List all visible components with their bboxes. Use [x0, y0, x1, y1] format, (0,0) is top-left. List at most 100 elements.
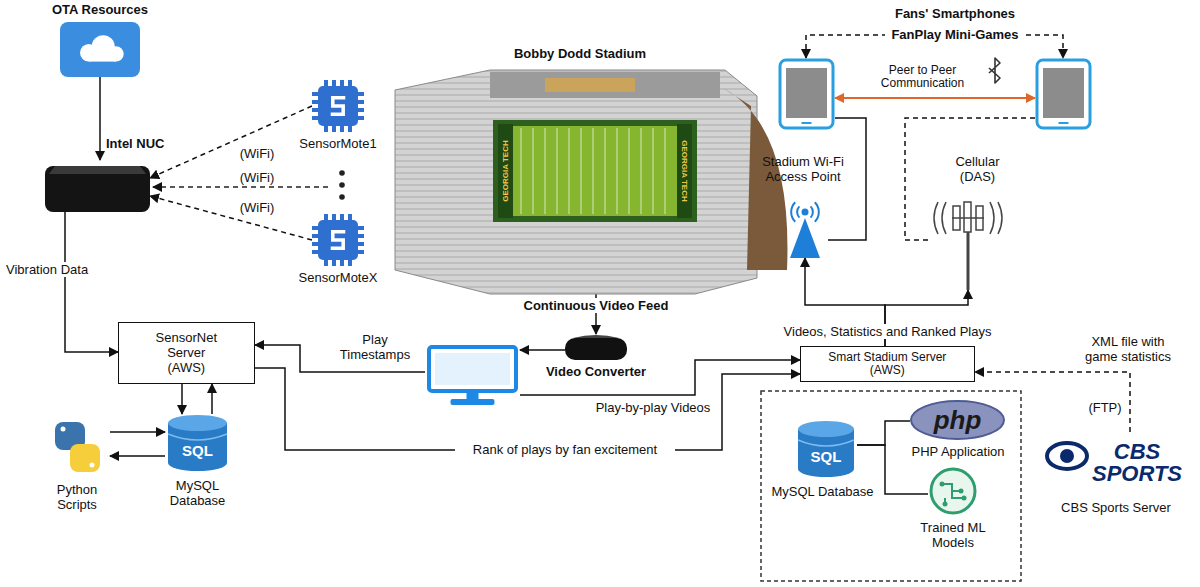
edge-label: (WiFi)	[232, 146, 282, 161]
chip-body	[318, 86, 358, 126]
yard-line	[641, 128, 642, 214]
cbs-pupil	[1060, 449, 1074, 463]
connector	[110, 431, 165, 433]
tower-icon	[928, 196, 1008, 290]
node-label: Video Converter	[530, 364, 662, 379]
node-label: MySQL Database	[765, 484, 880, 499]
press-box	[490, 72, 720, 98]
yard-line	[665, 128, 666, 214]
cbs-logo: CBS SPORTSCBS Sports Server	[1045, 432, 1187, 494]
sensor-chip: SensorMote1	[312, 80, 364, 132]
yard-line	[581, 128, 582, 214]
video-converter: Video Converter	[565, 334, 627, 360]
phone-button	[802, 122, 812, 124]
yard-line	[617, 128, 618, 214]
ml-outline	[931, 469, 975, 513]
server-box: Smart Stadium Server (AWS)	[800, 346, 975, 382]
phone-icon	[778, 58, 835, 130]
edge-label: Vibration Data	[6, 262, 124, 277]
yard-line	[545, 128, 546, 214]
connector	[835, 97, 1035, 99]
phone-screen	[786, 68, 827, 118]
yard-line	[521, 128, 522, 214]
database-cylinder: SQLMySQL Database	[165, 414, 230, 472]
cylinder-top	[168, 415, 227, 431]
annotation: Fans' Smartphones	[860, 6, 1050, 21]
ml-node	[943, 502, 948, 507]
cylinder-band	[798, 440, 854, 446]
phone-screen	[1043, 68, 1084, 118]
node-label: SensorMote1	[288, 136, 388, 151]
cloud-tile	[60, 22, 140, 77]
connector	[885, 290, 968, 346]
cbs-eye	[1047, 443, 1087, 469]
node-text: CBS SPORTS	[1089, 441, 1185, 485]
connector	[99, 77, 101, 160]
edge-label: FanPlay Mini-Games	[885, 27, 1025, 42]
signal-wave	[791, 202, 795, 222]
monitor-screen	[435, 353, 510, 385]
chip-icon	[312, 214, 364, 266]
monitor-frame	[429, 347, 516, 391]
yard-line	[533, 128, 534, 214]
connector	[110, 455, 165, 457]
monitor-icon	[425, 345, 520, 407]
edge-label: Peer to Peer Communication	[870, 64, 975, 90]
node-label: Bobby Dodd Stadium	[495, 46, 665, 61]
end-zone	[677, 124, 692, 218]
ml-node	[962, 496, 967, 501]
connector	[520, 360, 800, 395]
chip-symbol	[331, 98, 346, 115]
chip-body	[318, 220, 358, 260]
dashed-border	[761, 391, 1021, 581]
chip-symbol	[331, 232, 346, 249]
signal-wave	[811, 206, 813, 217]
python-eye	[90, 463, 95, 468]
signal-wave	[815, 202, 819, 222]
node-text: SensorNet Server (AWS)	[150, 330, 222, 375]
smartphone	[778, 58, 835, 130]
cloud-shape	[89, 53, 116, 62]
stadium-map: Bobby Dodd Stadium	[395, 66, 790, 294]
edge-label: Continuous Video Feed	[516, 298, 676, 313]
bluetooth-symbol	[989, 58, 1000, 83]
connector	[857, 421, 910, 445]
cell-tower: Cellular (DAS)	[928, 196, 1008, 290]
phone-icon	[1035, 58, 1092, 130]
wifi-link	[153, 186, 328, 188]
tower-pole	[967, 230, 970, 290]
connector	[595, 294, 597, 334]
python-logo: Python Scripts	[45, 418, 110, 476]
phone-button	[1059, 122, 1069, 124]
conv-icon	[565, 334, 627, 360]
node-text: SQL	[798, 448, 854, 466]
radio-wave	[998, 202, 1002, 234]
radio-wave	[990, 202, 994, 234]
phone-body	[780, 60, 833, 128]
yard-line	[557, 128, 558, 214]
ml-node	[959, 489, 964, 494]
yard-line	[605, 128, 606, 214]
connector	[181, 384, 183, 414]
monitor-neck	[467, 391, 479, 400]
node-label: MySQL Database	[150, 478, 245, 508]
nuc-top	[49, 166, 146, 174]
converter-body	[565, 338, 627, 360]
smartphone	[1035, 58, 1092, 130]
ap-emitter	[802, 209, 809, 216]
press-box-window	[545, 78, 635, 92]
end-zone	[498, 124, 513, 218]
node-label: Intel NUC	[106, 136, 196, 151]
ml-icon	[928, 466, 978, 516]
python-snake-yellow	[70, 444, 100, 472]
edge-label: Rank of plays by fan excitement	[455, 442, 675, 457]
python-icon	[45, 418, 110, 476]
connector	[150, 196, 312, 240]
ellipsis-dot	[339, 182, 345, 188]
wifi-access-point: Stadium Wi-Fi Access Point	[782, 196, 828, 258]
nuc-box: Intel NUC	[45, 160, 150, 212]
dashed-region: SQLMySQL DatabasephpPHP ApplicationTrain…	[760, 390, 1022, 582]
yard-line	[593, 128, 594, 214]
connector	[150, 106, 312, 178]
